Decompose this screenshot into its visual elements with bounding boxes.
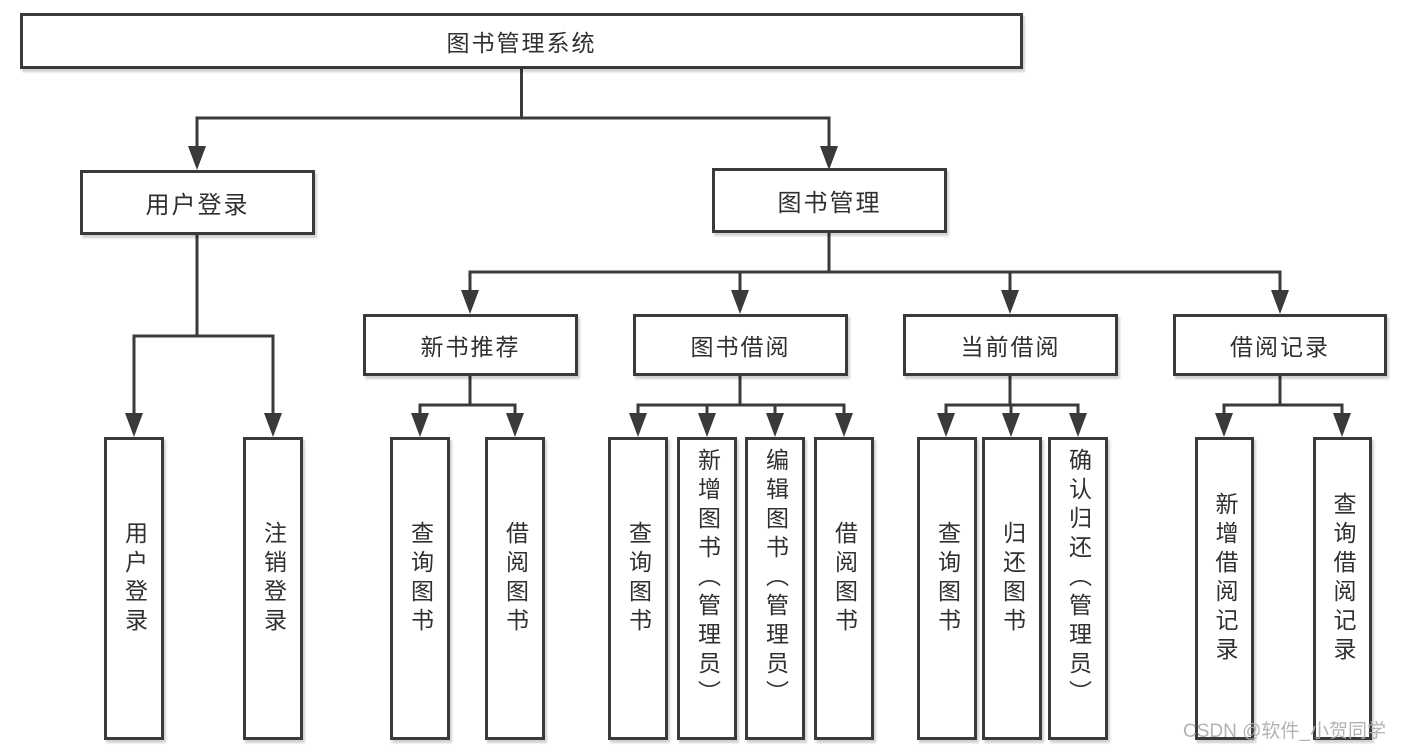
node-user-login-action: 用户登录 [104,437,164,740]
csdn-watermark: CSDN @软件_小贺同学 [1183,721,1386,742]
node-borrowing-records: 借阅记录 [1173,314,1387,376]
node-book-borrowing: 图书借阅 [633,314,848,376]
node-root: 图书管理系统 [20,13,1023,69]
node-borrowing-borrow-books: 借阅图书 [814,437,874,740]
node-recommend-borrow-books: 借阅图书 [485,437,545,740]
node-current-borrowing: 当前借阅 [903,314,1118,376]
node-recommend-query-books: 查询图书 [390,437,450,740]
node-current-confirm-return-admin: 确认归还（管理员） [1048,437,1108,740]
arrowheads [125,146,1351,437]
node-new-book-recommend: 新书推荐 [363,314,578,376]
node-book-management: 图书管理 [712,168,947,233]
node-records-query-record: 查询借阅记录 [1313,437,1372,740]
node-records-add-record: 新增借阅记录 [1195,437,1254,740]
node-borrowing-add-books-admin: 新增图书（管理员） [677,437,737,740]
node-logout-action: 注销登录 [243,437,303,740]
node-current-return-books: 归还图书 [982,437,1042,740]
node-user-login: 用户登录 [80,170,315,235]
node-borrowing-query-books: 查询图书 [608,437,668,740]
node-current-query-books: 查询图书 [917,437,977,740]
node-borrowing-edit-books-admin: 编辑图书（管理员） [745,437,805,740]
